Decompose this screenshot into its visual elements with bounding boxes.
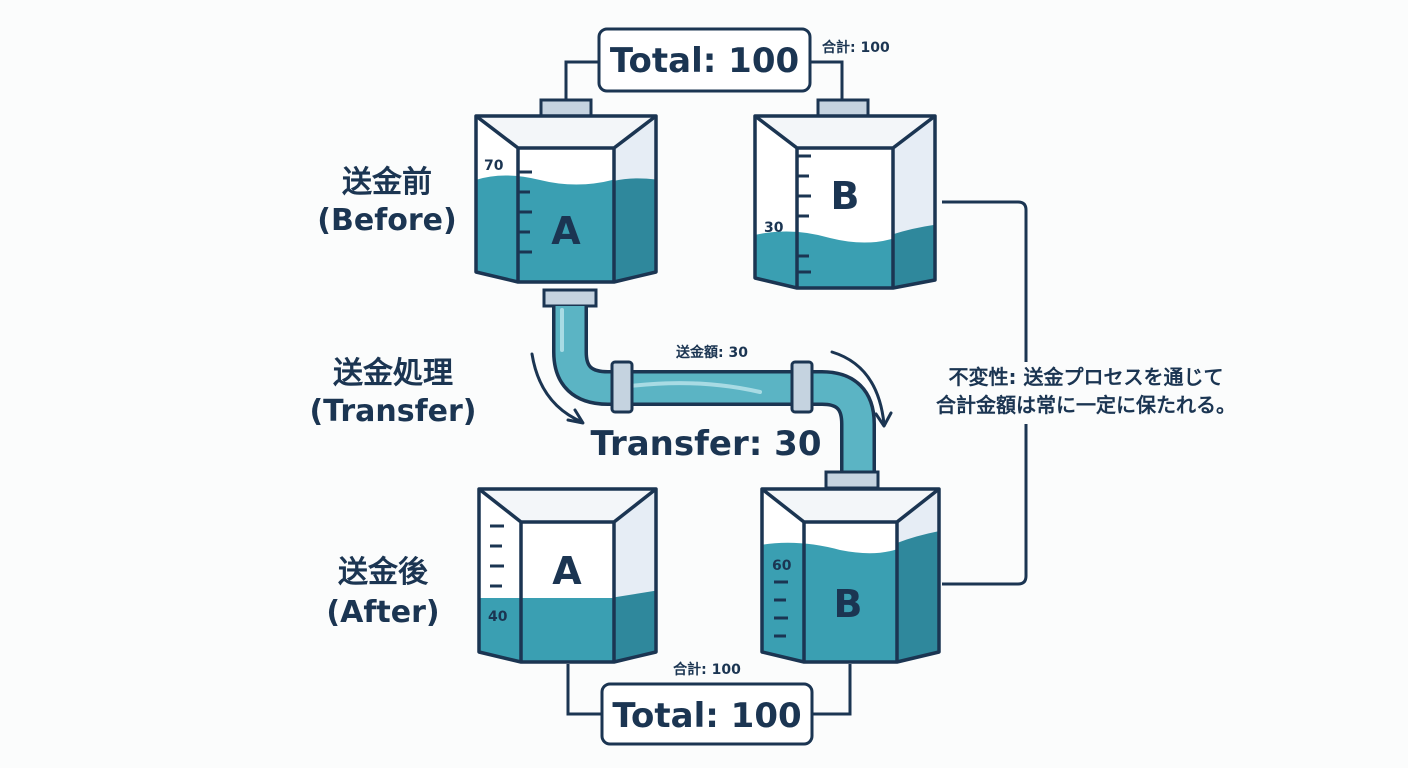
tank-letter-before-a: A	[551, 209, 581, 253]
total-ja-label-top: 合計: 100	[822, 39, 890, 56]
tank-letter-before-b: B	[831, 174, 860, 218]
tank-before-a: 70 A	[474, 98, 658, 284]
level-label-before-a: 70	[484, 158, 504, 174]
stage-transfer-en: (Transfer)	[309, 394, 476, 429]
invariant-bracket	[942, 200, 1028, 586]
level-label-after-a: 40	[488, 609, 508, 625]
level-label-before-b: 30	[764, 220, 784, 236]
stage-after-en: (After)	[326, 595, 439, 630]
stage-before-en: (Before)	[317, 203, 456, 238]
transfer-amount-ja: 送金額: 30	[675, 344, 748, 361]
total-label-bottom: Total: 100	[612, 696, 801, 736]
tank-letter-after-a: A	[552, 549, 582, 593]
tank-after-b: 60 B	[760, 487, 941, 664]
flow-arrow-left-icon	[530, 352, 585, 425]
total-box-top: Total: 100	[597, 27, 812, 93]
tank-before-b: 30 B	[753, 98, 937, 290]
transfer-pipe	[542, 288, 880, 490]
stage-after-ja: 送金後	[338, 555, 429, 590]
total-connector-top	[564, 60, 844, 100]
tank-after-a: 40 A	[477, 487, 658, 664]
tank-letter-after-b: B	[834, 582, 863, 626]
flow-arrow-right-icon	[830, 350, 893, 428]
level-label-after-b: 60	[772, 558, 792, 574]
transfer-label: Transfer: 30	[591, 424, 822, 464]
invariant-note-line2: 合計金額は常に一定に保たれる。	[936, 393, 1236, 417]
total-connector-bottom	[566, 664, 852, 716]
invariant-note-line1: 不変性: 送金プロセスを通じて	[949, 365, 1224, 389]
stage-transfer-ja: 送金処理	[333, 356, 453, 391]
total-label-top: Total: 100	[610, 41, 799, 81]
total-ja-label-bottom: 合計: 100	[673, 661, 741, 678]
stage-before-ja: 送金前	[342, 165, 432, 200]
total-box-bottom: Total: 100	[600, 682, 814, 746]
